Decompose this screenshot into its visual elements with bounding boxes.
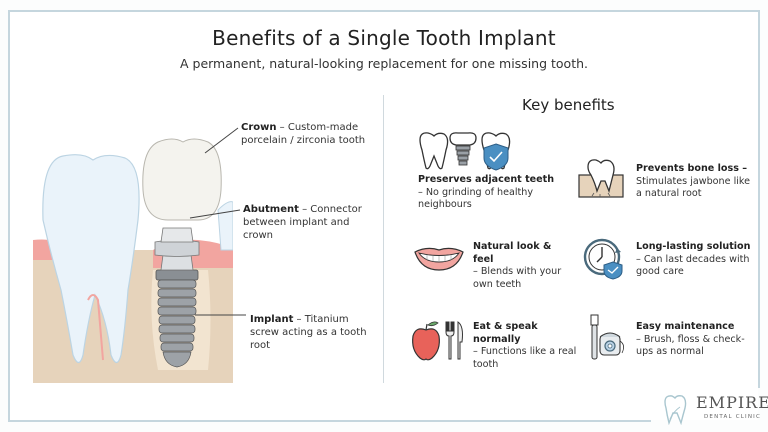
smile-icon — [414, 247, 464, 271]
implant-term: Implant — [250, 314, 294, 325]
teeth-with-implant-shield-icon — [419, 132, 511, 171]
benefit-preserves-adjacent-teeth: Preserves adjacent teeth – No grinding o… — [418, 174, 558, 212]
implant-label: Implant – Titanium screw acting as a too… — [250, 313, 370, 352]
logo-wordmark: EMPIRE — [696, 393, 768, 412]
clock-shield-icon — [583, 238, 623, 280]
benefit-title: Natural look & feel — [473, 241, 552, 265]
tooth-in-bone-icon — [578, 159, 624, 198]
frame-border-bottom — [8, 420, 651, 422]
crown-label: Crown – Custom-made porcelain / zirconia… — [241, 121, 371, 147]
apple-cutlery-icon — [412, 321, 463, 361]
crown-desc: – Custom-made porcelain / zirconia tooth — [241, 122, 366, 146]
frame-border-right — [758, 10, 760, 388]
section-divider — [383, 95, 384, 383]
benefit-title: Preserves adjacent teeth — [418, 174, 555, 185]
crown-term: Crown — [241, 122, 277, 133]
benefit-title: Eat & speak normally — [473, 321, 538, 345]
benefit-prevents-bone-loss: Prevents bone loss – Stimulates jawbone … — [636, 163, 756, 201]
abutment-term: Abutment — [243, 204, 299, 215]
benefit-desc: – Functions like a real tooth — [473, 346, 577, 370]
abutment-label: Abutment – Connector between implant and… — [243, 203, 363, 242]
benefit-long-lasting: Long-lasting solution – Can last decades… — [636, 241, 761, 279]
benefit-title: Easy maintenance — [636, 321, 735, 332]
benefit-natural-look-feel: Natural look & feel – Blends with your o… — [473, 241, 573, 291]
benefit-desc: – Brush, floss & check-ups as normal — [636, 333, 745, 358]
clinic-logo: EMPIRE DENTAL CLINIC — [662, 393, 768, 427]
benefit-desc: – No grinding of healthy neighbours — [418, 186, 534, 211]
page-subtitle: A permanent, natural-looking replacement… — [179, 56, 588, 71]
frame-border-top — [8, 10, 760, 12]
abutment-desc: – Connector between implant and crown — [243, 204, 362, 241]
toothbrush-floss-icon — [590, 314, 624, 360]
benefit-desc: Stimulates jawbone like a natural root — [636, 175, 751, 200]
benefit-desc: – Can last decades with good care — [636, 253, 750, 278]
implant-desc: – Titanium screw acting as a tooth root — [250, 314, 367, 351]
tooth-logo-icon — [664, 395, 687, 425]
implant-diagram-illustration — [33, 138, 233, 383]
benefit-easy-maintenance: Easy maintenance – Brush, floss & check-… — [636, 321, 756, 359]
benefit-desc: – Blends with your own teeth — [473, 266, 562, 290]
benefit-title: Long-lasting solution — [636, 241, 751, 252]
page-title: Benefits of a Single Tooth Implant — [212, 26, 556, 50]
benefit-title: Prevents bone loss – — [636, 163, 748, 174]
logo-tagline: DENTAL CLINIC — [704, 414, 762, 420]
frame-border-left — [8, 10, 10, 422]
key-benefits-heading: Key benefits — [522, 96, 615, 114]
benefit-eat-speak-normally: Eat & speak normally – Functions like a … — [473, 321, 583, 371]
